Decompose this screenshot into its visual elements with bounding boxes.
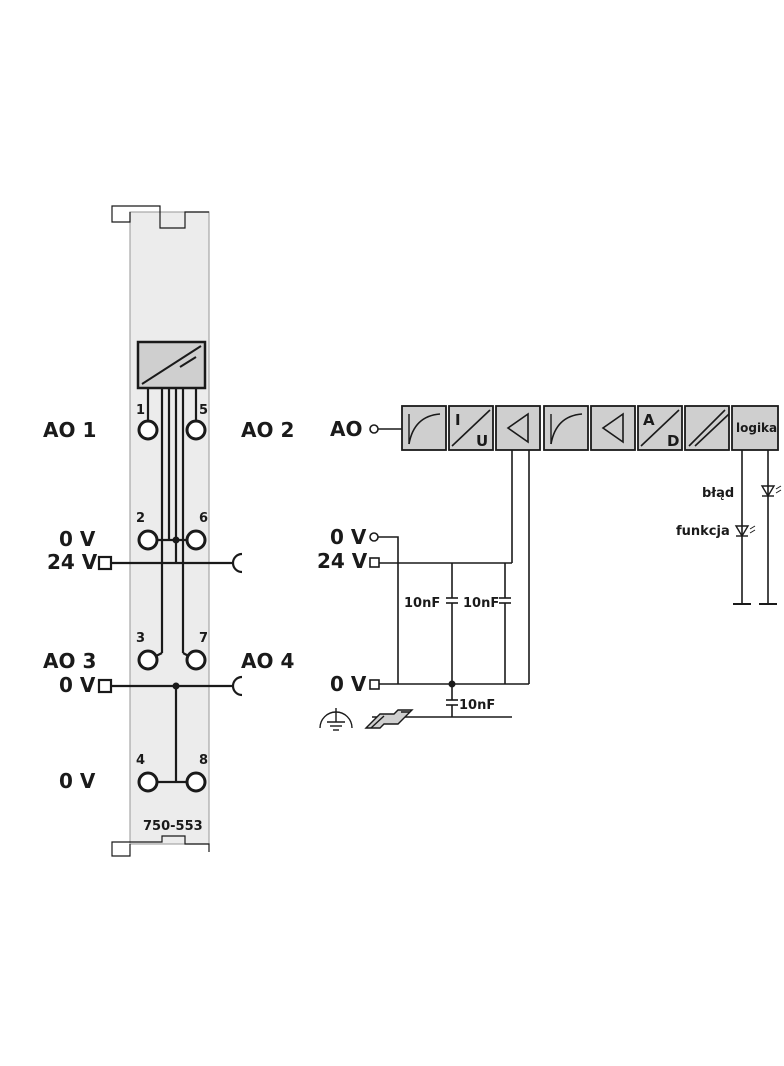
label-0v-top: 0 V	[330, 525, 367, 549]
label-ao4: AO 4	[241, 649, 294, 673]
cap-label: 10nF	[404, 596, 440, 611]
block-logic-label: logika	[736, 421, 777, 435]
block-u-label: U	[476, 432, 488, 450]
label-0v: 0 V	[59, 527, 96, 551]
label-ao-input: AO	[330, 417, 362, 441]
label-0v: 0 V	[59, 769, 96, 793]
logic-block	[731, 405, 779, 451]
label-24v-schematic: 24 V	[317, 549, 368, 573]
terminal-5	[185, 419, 207, 441]
label-0v: 0 V	[59, 673, 96, 697]
converter-symbol	[136, 340, 207, 390]
pin-number: 5	[199, 403, 208, 418]
label-ao1: AO 1	[43, 418, 96, 442]
terminal-6	[185, 529, 207, 551]
label-ao3: AO 3	[43, 649, 96, 673]
pin-number: 7	[199, 631, 208, 646]
cap-label: 10nF	[463, 596, 499, 611]
power-network	[372, 450, 530, 718]
terminal-3	[137, 649, 159, 671]
led-icon	[734, 525, 756, 538]
amplifier-block-2	[590, 405, 636, 451]
module-wiring	[110, 388, 233, 784]
power-contact-0v	[97, 678, 113, 694]
pin-number: 2	[136, 511, 145, 526]
pin-number: 8	[199, 753, 208, 768]
pin-number: 3	[136, 631, 145, 646]
power-contact-right-0v	[231, 675, 243, 697]
ground-icon	[319, 708, 353, 731]
label-ao2: AO 2	[241, 418, 294, 442]
block-d-label: D	[667, 432, 679, 450]
terminal-8	[185, 771, 207, 793]
block-i-label: I	[455, 411, 461, 429]
block-a-label: A	[643, 411, 655, 429]
terminal-7	[185, 649, 207, 671]
pin-number: 6	[199, 511, 208, 526]
part-number: 750-553	[143, 819, 203, 834]
pin-number: 4	[136, 753, 145, 768]
pin-number: 1	[136, 403, 145, 418]
led-error-label: błąd	[702, 486, 734, 501]
din-rail-icon	[364, 709, 414, 729]
label-0v-bottom: 0 V	[330, 672, 367, 696]
led-icon	[760, 485, 782, 498]
amplifier-block	[495, 405, 541, 451]
power-contact-right-24v	[231, 552, 243, 574]
terminal-1	[137, 419, 159, 441]
terminal-2	[137, 529, 159, 551]
terminals	[137, 419, 207, 793]
terminal-4	[137, 771, 159, 793]
label-24v: 24 V	[47, 550, 98, 574]
signal-chain: I U A D logika	[401, 405, 779, 451]
cap-label: 10nF	[459, 698, 495, 713]
power-contact-24v	[97, 555, 113, 571]
led-function-label: funkcja	[676, 524, 730, 539]
